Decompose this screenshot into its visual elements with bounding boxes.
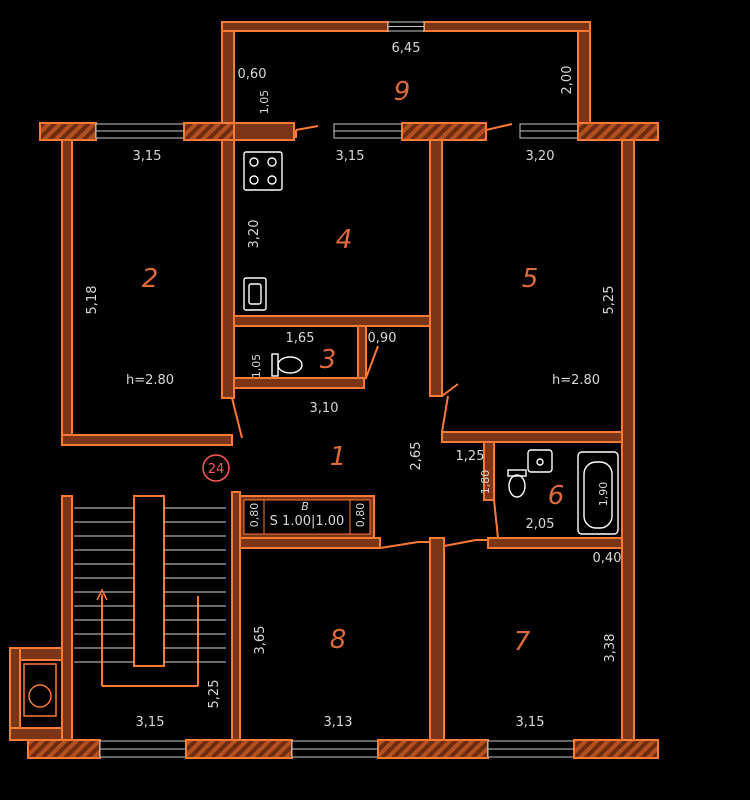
room3-walls [233,325,367,389]
dim-room3-depth: 1,05 [250,354,263,379]
room5-walls [441,139,635,741]
apartment-number: 24 [208,462,225,477]
dim-room7-width: 3,15 [516,715,545,730]
balcony-walls [221,21,591,127]
stair-steps [74,507,226,663]
dim-room5-width: 3,20 [526,149,555,164]
balcony-door-right [485,123,513,138]
room-5-label: 5 [522,264,539,294]
room8-door [379,541,430,549]
closet-area: S 1.00|1.00 [270,514,345,529]
room-1-label: 1 [330,442,347,472]
dim-balcony-width: 6,45 [392,41,421,56]
top-wall [39,122,659,141]
dim-room2-length: 5,18 [85,286,100,315]
balcony-door-left [295,125,319,138]
dim-room6-bath: 1,90 [597,482,610,507]
toilet-icon [271,353,303,377]
dim-stair-width: 3,15 [136,715,165,730]
dim-balcony-depth: 2,00 [560,66,575,95]
room2-walls [61,139,235,446]
room8-walls [239,537,445,741]
sink-icon [243,277,267,311]
room-9-label: 9 [394,77,411,107]
room2-door [231,397,243,439]
chimney-icon [23,663,57,717]
room4-walls [233,139,443,397]
room3-door [365,345,379,379]
dim-wall-gap: 0,40 [593,551,622,566]
dim-room5-length: 5,25 [602,286,617,315]
room-8-label: 8 [330,625,347,655]
dim-corridor-width: 3,10 [310,401,339,416]
stairs-arrow-icon [96,588,108,680]
dim-room8-length: 3,65 [253,626,268,655]
room6-walls [483,441,623,549]
height-room2: h=2.80 [126,373,174,388]
dim-balcony-small-w: 0,60 [238,67,267,82]
room-2-label: 2 [142,264,159,294]
toilet-icon [507,469,527,498]
room-4-label: 4 [336,225,353,255]
washbasin-icon [527,449,553,473]
dim-room6-a: 1,25 [456,449,485,464]
dim-room3-width: 1,65 [286,331,315,346]
room-6-label: 6 [548,481,565,511]
stairwell [9,495,199,741]
dim-room4-length: 3,20 [247,220,262,249]
dim-closet-w1: 0,80 [248,503,261,528]
closet-letter: B [301,500,309,513]
dim-closet-w2: 0,80 [354,503,367,528]
dim-stair-length: 5,25 [207,680,222,709]
closet-walls [231,491,375,741]
dim-balcony-small-h: 1,05 [258,90,271,115]
bottom-wall [27,739,659,759]
room7-door [443,539,488,547]
dim-room6-width: 2,05 [526,517,555,532]
dim-room4-width: 3,15 [336,149,365,164]
room5-door [441,383,459,433]
dim-room8-width: 3,13 [324,715,353,730]
dim-room6-b: 1,80 [479,470,492,495]
room-7-label: 7 [514,627,531,657]
room-3-label: 3 [320,345,337,375]
bathtub-icon [577,451,619,535]
room6-door [493,499,499,539]
stove-icon [243,151,283,191]
dim-room2-width: 3,15 [133,149,162,164]
dim-room7-length: 3,38 [603,634,618,663]
apartment-number-badge: 24 [202,454,230,482]
dim-corridor-length: 2,65 [409,442,424,471]
dim-room3-door: 0,90 [368,331,397,346]
height-room5: h=2.80 [552,373,600,388]
